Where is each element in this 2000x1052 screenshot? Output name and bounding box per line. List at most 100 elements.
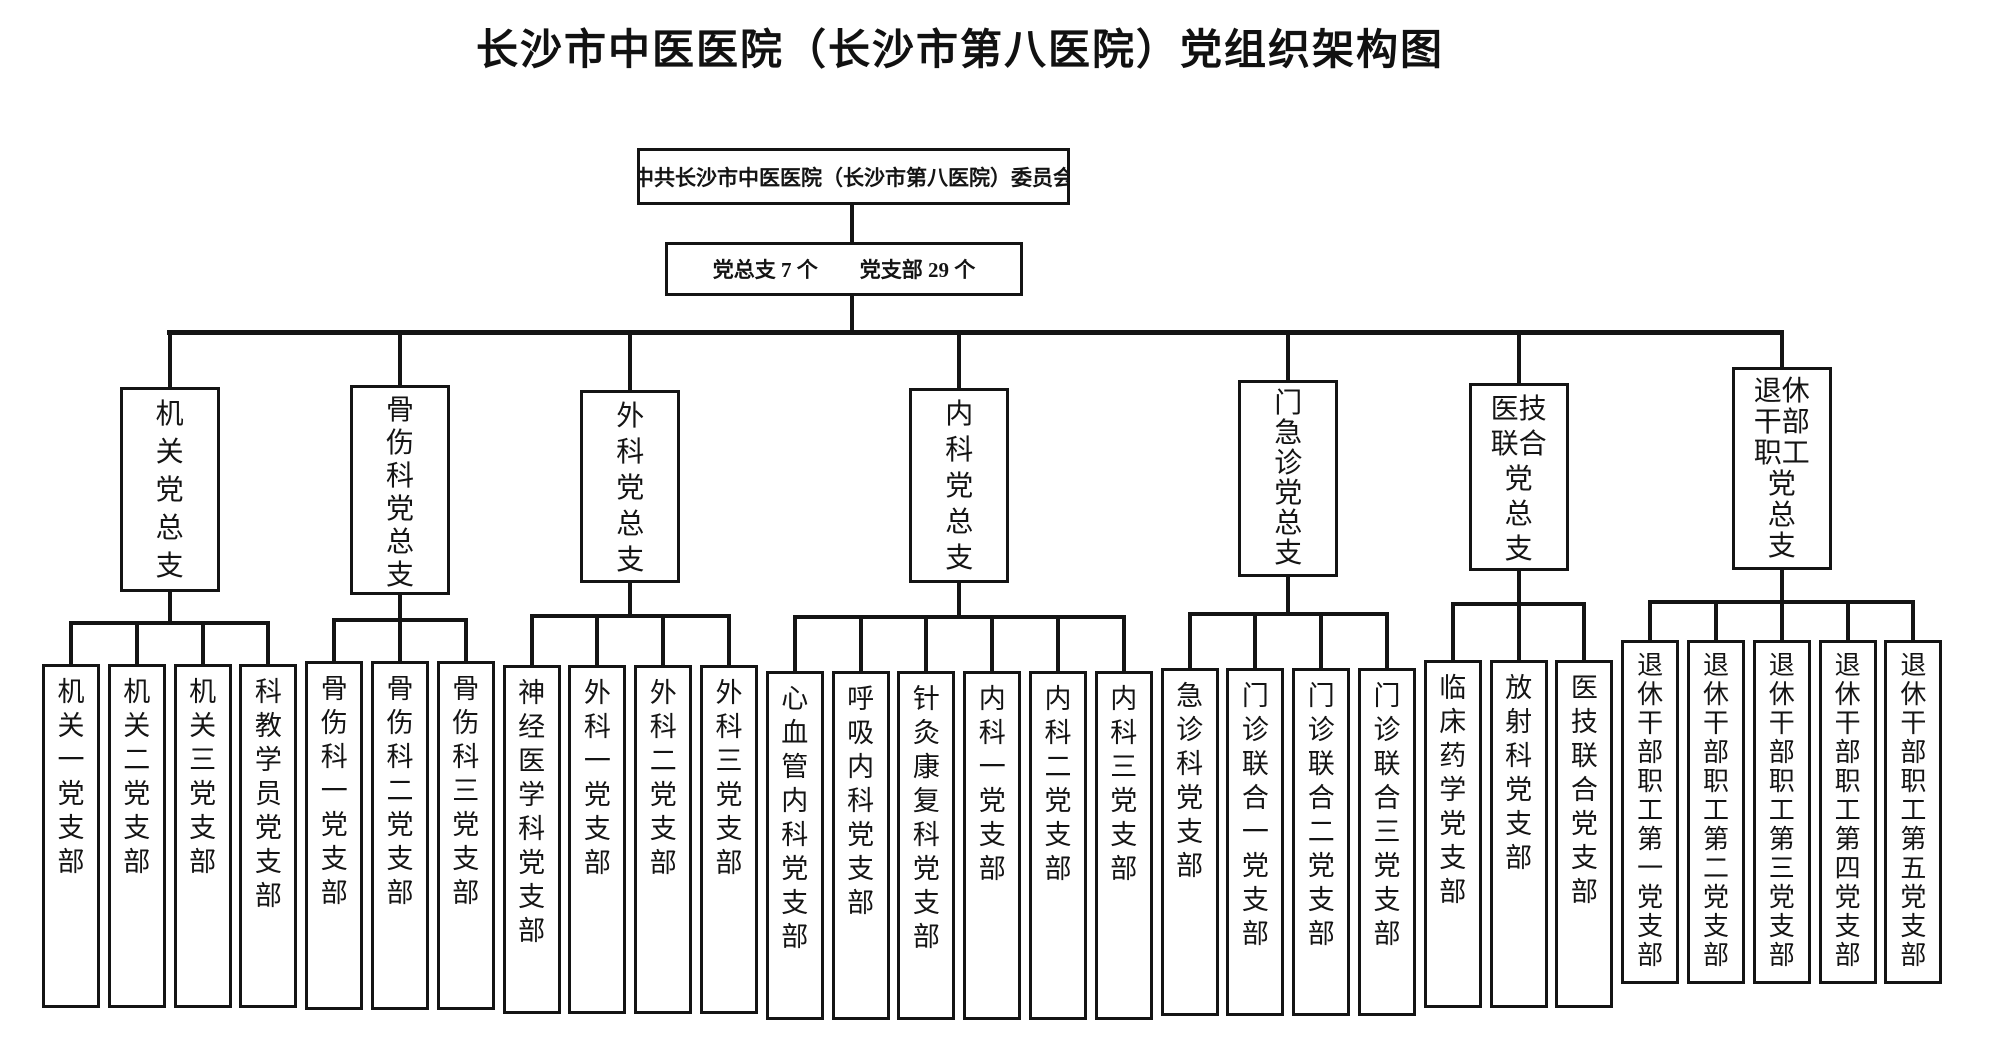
box-text-line: 党 [945,471,974,502]
box-text-line: 部 [1702,941,1729,970]
box-text-line: 部 [583,848,611,878]
box-text-line: 党 [715,780,743,810]
box-text-line: 退休 [1753,376,1810,407]
box-text-line: 退 [1768,651,1795,680]
connector-mainrail-to-branch-2 [628,332,633,393]
box-text-line: 部 [254,881,282,911]
connector-mainrail-to-branch-5 [1516,332,1521,386]
box-text-line: 支 [123,813,151,843]
box-text-line: 内 [978,684,1006,714]
box-text-line: 部 [1768,738,1795,767]
box-text-line: 支 [1044,820,1072,850]
box-text-line: 党 [320,810,348,840]
box-text-line: 诊 [1176,715,1204,745]
box-text-line: 第 [1768,825,1795,854]
box-text-line: 第 [1637,825,1664,854]
box-text-line: 部 [1768,941,1795,970]
box-text-line: 支 [1834,912,1861,941]
leaf-box-2-0: 神经医学科党支部 [502,665,561,1014]
box-text-line: 内 [945,399,974,430]
box-text-line: 三 [189,745,217,775]
box-text-line: 医 [1570,673,1598,703]
box-text-line: 党 [1900,883,1927,912]
box-text-line: 诊 [1307,715,1335,745]
leaf-box-6-1: 退休干部职工第二党支部 [1687,640,1745,984]
box-text-line: 党 [649,780,677,810]
box-text-line: 党 [1307,851,1335,881]
box-text-line: 支 [518,882,546,912]
box-text-line: 内 [1044,684,1072,714]
box-text-line: 二 [1702,854,1729,883]
box-text-line: 支 [1307,885,1335,915]
connector-leaf-drop-0-0 [69,623,73,667]
connector-branch-to-grouprail-3 [957,580,962,619]
box-text-line: 部 [1637,738,1664,767]
box-text-line: 诊 [1373,715,1401,745]
box-text-line: 支 [1570,843,1598,873]
connector-leaf-drop-3-5 [1121,617,1126,674]
box-text-line: 二 [386,776,414,806]
box-text-line: 部 [1900,941,1927,970]
branch-box-0: 机关党总支 [119,387,220,592]
box-text-line: 退 [1900,651,1927,680]
box-text-line: 支 [1274,538,1303,569]
box-text-line: 关 [189,711,217,741]
box-text-line: 复 [912,786,940,816]
box-text-line: 学 [254,745,282,775]
box-text-line: 职工 [1753,438,1810,469]
connector-mainrail-to-branch-1 [398,332,402,388]
connector-leaf-drop-5-0 [1450,604,1455,663]
box-text-line: 支 [1241,885,1269,915]
box-text-line: 科 [518,814,546,844]
box-text-line: 部 [320,878,348,908]
connector-leaf-drop-6-4 [1911,602,1916,643]
box-text-line: 部 [1702,738,1729,767]
connector-leaf-drop-4-2 [1319,614,1324,671]
box-text-line: 工 [1702,796,1729,825]
box-text-line: 支 [254,847,282,877]
box-text-line: 一 [320,776,348,806]
box-text-line: 部 [1044,854,1072,884]
box-text-line: 总 [1767,500,1796,531]
box-text-line: 职 [1702,767,1729,796]
box-text-line: 科 [1505,741,1533,771]
box-text-line: 部 [1439,877,1467,907]
leaf-box-5-1: 放射科党支部 [1489,660,1548,1008]
leaf-box-0-2: 机关三党支部 [173,664,232,1008]
leaf-box-0-0: 机关一党支部 [42,664,100,1008]
box-text-line: 党 [1504,464,1533,495]
connector-leaf-drop-1-1 [398,620,402,664]
box-text-line: 学 [518,780,546,810]
box-text-line: 支 [386,844,414,874]
box-text-line: 党 [518,848,546,878]
connector-branch-to-grouprail-2 [628,580,633,618]
connector-stats-to-main-rail [850,294,854,335]
box-text-line: 五 [1900,854,1927,883]
box-text-line: 部 [1110,854,1138,884]
box-text-line: 支 [1702,912,1729,941]
box-text-line: 一 [1637,854,1664,883]
box-text-line: 部 [1176,851,1204,881]
leaf-box-4-0: 急诊科党支部 [1160,668,1219,1016]
leaf-box-2-2: 外科二党支部 [634,665,693,1014]
box-text-line: 支 [189,813,217,843]
branch-box-1: 骨伤科党总支 [350,385,450,595]
box-text-line: 外 [583,678,611,708]
leaf-box-3-5: 内科三党支部 [1094,671,1153,1020]
box-text-line: 科 [912,820,940,850]
box-text-line: 机 [155,399,184,430]
box-text-line: 科 [385,461,414,492]
box-text-line: 吸 [847,718,875,748]
box-text-line: 门 [1373,681,1401,711]
box-text-line: 联 [1373,749,1401,779]
box-text-line: 内 [781,786,809,816]
connector-leaf-drop-6-2 [1779,602,1784,643]
box-text-line: 党 [1241,851,1269,881]
leaf-box-3-2: 针灸康复科党支部 [897,671,956,1020]
box-text-line: 放 [1505,673,1533,703]
box-text-line: 工 [1834,796,1861,825]
box-text-line: 三 [715,746,743,776]
branch-box-6: 退休干部职工党总支 [1731,367,1832,570]
box-text-line: 部 [386,878,414,908]
box-text-line: 干 [1702,709,1729,738]
